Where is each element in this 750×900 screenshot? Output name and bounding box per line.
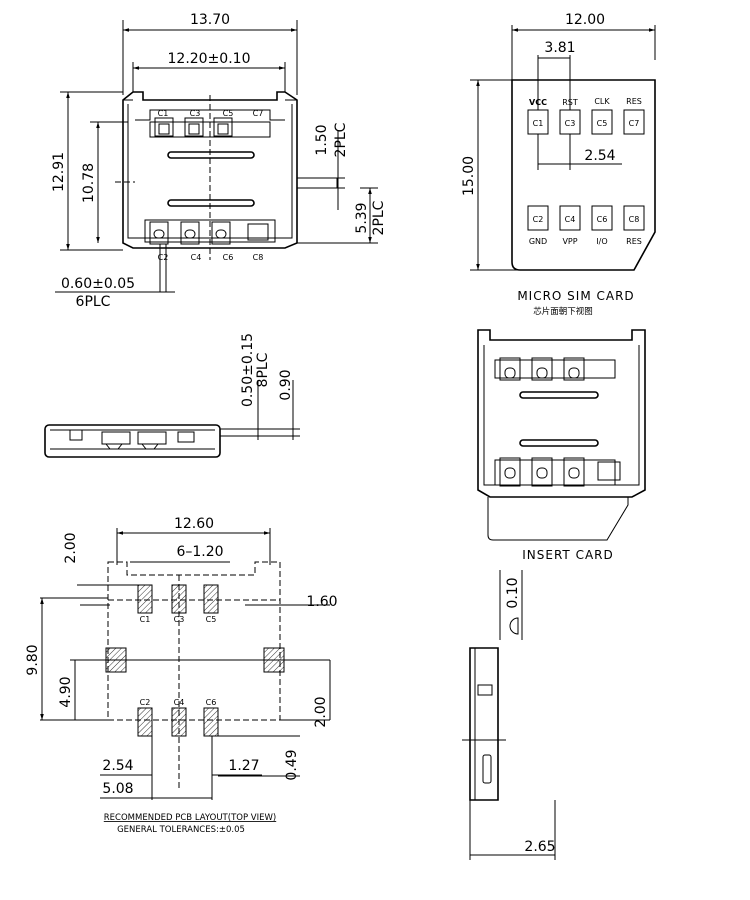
dim-right-b: 5.39 <box>354 202 370 233</box>
dim-pcb-mid-height: 4.90 <box>58 676 74 707</box>
profile-view: 0.10 2.65 <box>462 570 556 860</box>
pcb-tolerance: GENERAL TOLERANCES:±0.05 <box>117 825 245 835</box>
micro-sim-card: 12.00 3.81 15.00 VCC RST CLK RES C1 C3 C… <box>461 12 656 317</box>
dim-pcb-049: 0.49 <box>284 749 300 780</box>
dim-card-width: 12.00 <box>565 12 605 28</box>
side-view: 0.50±0.15 8PLC 0.90 <box>44 333 300 458</box>
pcb-pin-c5: C5 <box>206 615 217 624</box>
dim-pcb-width: 12.60 <box>174 516 214 532</box>
dim-side-thickness-note: 8PLC <box>255 352 271 387</box>
dim-right-a-note: 2PLC <box>333 122 349 157</box>
pcb-layout: 12.60 6–1.20 2.00 1.60 C1 C3 C5 C2 C4 C6 <box>25 516 338 835</box>
dim-side-height: 0.90 <box>278 369 294 400</box>
sim-label-clk: CLK <box>594 97 610 106</box>
sim-label-vpp: VPP <box>562 237 577 246</box>
sim-contact-c1: C1 <box>533 119 544 128</box>
dim-pcb-top-margin: 2.00 <box>63 532 79 563</box>
pin-label-c3: C3 <box>190 109 201 118</box>
sim-label-rst: RST <box>562 98 578 107</box>
dim-inner-width: 12.20±0.10 <box>168 51 251 67</box>
insert-card-caption: INSERT CARD <box>522 548 614 562</box>
sim-label-gnd: GND <box>529 237 547 246</box>
dim-overall-width: 13.70 <box>190 12 230 28</box>
dim-side-thickness: 0.50±0.15 <box>240 333 256 407</box>
dim-card-row-gap: 2.54 <box>584 148 615 164</box>
sim-contact-c4: C4 <box>565 215 576 224</box>
sim-contact-c7: C7 <box>629 119 640 128</box>
pin-label-c4: C4 <box>191 253 202 262</box>
dim-pcb-right-bottom: 2.00 <box>313 696 329 727</box>
dim-profile-top: 0.10 <box>505 577 521 608</box>
pcb-pin-c1: C1 <box>140 615 151 624</box>
dim-inner-height: 10.78 <box>81 163 97 203</box>
dim-right-a: 1.50 <box>314 124 330 155</box>
pcb-pin-c6: C6 <box>206 698 217 707</box>
insert-card-view: INSERT CARD <box>477 329 646 562</box>
sim-contact-c5: C5 <box>597 119 608 128</box>
sim-contact-c3: C3 <box>565 119 576 128</box>
sim-card-caption-cn: 芯片面朝下视图 <box>533 306 593 317</box>
top-view: 13.70 12.20±0.10 <box>51 12 387 310</box>
pin-label-c8: C8 <box>253 253 264 262</box>
pin-label-c7: C7 <box>253 109 264 118</box>
pin-label-c6: C6 <box>223 253 234 262</box>
sim-label-vcc: VCC <box>529 98 547 107</box>
dim-profile-bottom: 2.65 <box>524 839 555 855</box>
pin-label-c5: C5 <box>223 109 234 118</box>
dim-card-pitch: 3.81 <box>544 40 575 56</box>
dim-pcb-254: 2.54 <box>102 758 133 774</box>
pcb-caption: RECOMMENDED PCB LAYOUT(TOP VIEW) <box>104 813 276 823</box>
dim-pin-pitch: 0.60±0.05 <box>61 276 135 292</box>
sim-contact-c8: C8 <box>629 215 640 224</box>
dim-pin-pitch-note: 6PLC <box>76 294 111 310</box>
dim-pcb-pitch: 6–1.20 <box>176 544 223 560</box>
sim-label-io: I/O <box>596 237 607 246</box>
pcb-pin-c3: C3 <box>174 615 185 624</box>
sim-label-res-top: RES <box>626 97 642 106</box>
pcb-pin-c2: C2 <box>140 698 151 707</box>
sim-contact-c6: C6 <box>597 215 608 224</box>
sim-label-res-bottom: RES <box>626 237 642 246</box>
sim-contact-c2: C2 <box>533 215 544 224</box>
sim-card-caption: MICRO SIM CARD <box>517 289 634 303</box>
dim-pcb-127: 1.27 <box>228 758 259 774</box>
dim-overall-height: 12.91 <box>51 152 67 192</box>
dim-right-b-note: 2PLC <box>371 200 387 235</box>
pin-label-c2: C2 <box>158 253 169 262</box>
dim-pcb-508: 5.08 <box>102 781 133 797</box>
dim-pcb-right-top: 1.60 <box>306 594 337 610</box>
dim-pcb-height: 9.80 <box>25 644 41 675</box>
pin-label-c1: C1 <box>158 109 169 118</box>
dim-card-height: 15.00 <box>461 156 477 196</box>
